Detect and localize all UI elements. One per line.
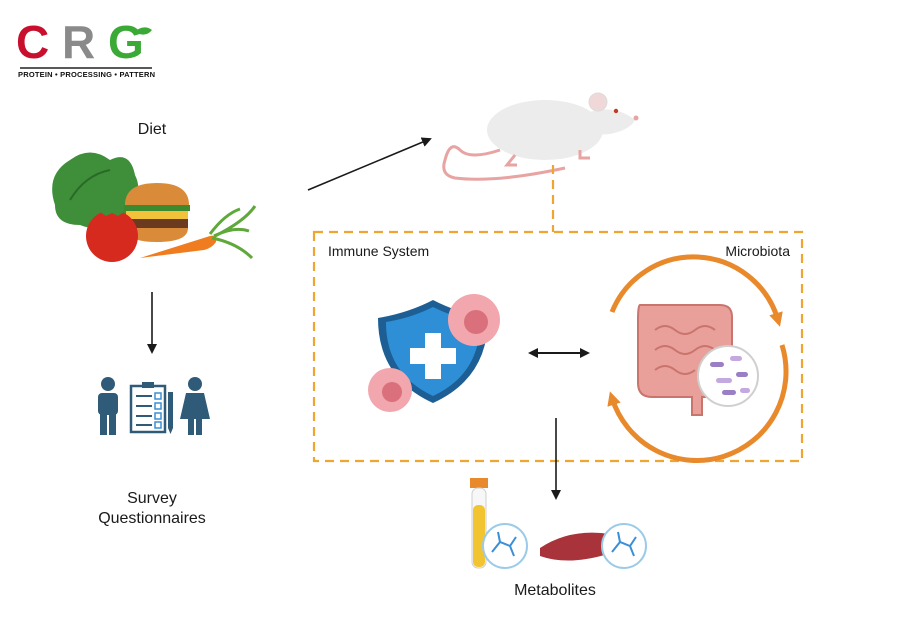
cycle-arrow-bottom <box>607 344 789 463</box>
immune-cell-icon <box>368 368 412 412</box>
survey-illustration <box>98 377 210 435</box>
logo: C R G PROTEIN • PROCESSING • PATTERN <box>16 14 156 84</box>
diet-food-illustration <box>52 152 257 262</box>
survey-label-line1: Survey <box>127 490 177 507</box>
svg-text:G: G <box>108 16 144 68</box>
burger-icon <box>124 183 190 242</box>
metabolites-label: Metabolites <box>514 582 596 599</box>
pencil-icon <box>168 392 173 434</box>
interaction-box <box>312 230 804 463</box>
clipboard-icon <box>129 382 167 434</box>
diet-to-mouse-arrow <box>307 137 432 191</box>
logo-graphic: C R G <box>16 16 152 69</box>
metabolites-illustration <box>470 478 647 569</box>
immune-cell-icon <box>448 294 500 346</box>
logo-tagline: PROTEIN • PROCESSING • PATTERN <box>18 70 156 79</box>
immune-system-illustration <box>368 294 500 412</box>
man-icon <box>98 377 118 435</box>
mouse-illustration <box>442 92 639 181</box>
carrot-icon <box>140 205 257 260</box>
tissue-icon <box>540 532 614 561</box>
immune-system-label: Immune System <box>328 243 430 259</box>
bacteria-magnifier-icon <box>697 345 759 407</box>
tomato-icon <box>86 206 138 262</box>
svg-text:R: R <box>62 16 95 68</box>
svg-text:C: C <box>16 16 49 68</box>
molecule-magnifier-icon <box>482 523 528 569</box>
molecule-magnifier-icon <box>601 523 647 569</box>
woman-icon <box>180 377 210 435</box>
cycle-arrow-top <box>609 254 783 327</box>
diet-label: Diet <box>137 121 167 138</box>
microbiota-label: Microbiota <box>725 243 790 259</box>
microbiota-illustration <box>607 254 789 463</box>
survey-label-line2: Questionnaires <box>98 510 206 527</box>
